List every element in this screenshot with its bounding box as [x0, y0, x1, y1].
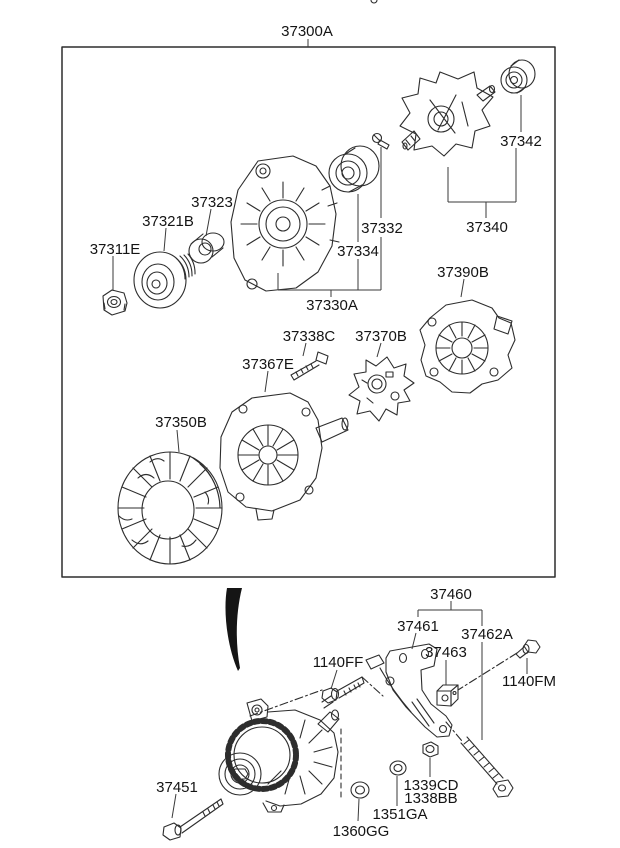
part-rectifier-37370B — [348, 356, 415, 422]
label-1338BB: 1338BB — [404, 790, 457, 807]
label-1351GA: 1351GA — [372, 806, 427, 823]
label-37460: 37460 — [430, 586, 472, 603]
part-washer-1351GA — [389, 760, 407, 776]
part-bolt-37338C — [290, 351, 329, 381]
part-pulley-37321B — [133, 251, 196, 309]
label-37451: 37451 — [156, 779, 198, 796]
swoosh-arrow — [225, 588, 242, 671]
part-alternator-assembly — [218, 695, 340, 813]
part-rotor-37340 — [399, 71, 496, 157]
leader-lines — [112, 39, 528, 822]
label-37334: 37334 — [337, 243, 379, 260]
label-37323: 37323 — [191, 194, 233, 211]
part-bracket-37461 — [365, 0, 453, 738]
labels: 37300A 37342 37340 37332 37334 37330A 37… — [90, 23, 556, 840]
part-rear-cover-37390B — [419, 299, 516, 394]
part-rear-bracket-37367E — [219, 392, 349, 521]
part-bolt-37451 — [162, 798, 224, 841]
part-bolt-1140FM — [515, 639, 541, 659]
label-1140FM: 1140FM — [502, 673, 556, 690]
label-37350B: 37350B — [155, 414, 207, 431]
label-37367E: 37367E — [242, 356, 294, 373]
label-37461: 37461 — [397, 618, 439, 635]
label-37330A: 37330A — [306, 297, 358, 314]
part-front-housing — [230, 155, 340, 292]
label-37463: 37463 — [425, 644, 467, 661]
part-nut-1339CD — [422, 741, 439, 758]
part-stator-37350B — [117, 451, 223, 565]
part-washer-1360GG — [350, 781, 370, 799]
part-bushing-37323 — [188, 232, 225, 264]
label-1360GG: 1360GG — [333, 823, 390, 840]
label-37332: 37332 — [361, 220, 403, 237]
label-37338C: 37338C — [283, 328, 336, 345]
label-37370B: 37370B — [355, 328, 407, 345]
label-1339CD: 1339CD — [403, 777, 458, 794]
label-37340: 37340 — [466, 219, 508, 236]
part-bolt-37462A — [460, 736, 514, 798]
part-spacer-37463 — [436, 684, 459, 707]
label-1140FF: 1140FF — [313, 654, 364, 671]
part-nut-37311E — [102, 289, 128, 316]
label-37321B: 37321B — [142, 213, 194, 230]
label-37462A: 37462A — [461, 626, 513, 643]
part-bearing-37342 — [500, 59, 536, 94]
label-37300A: 37300A — [281, 23, 333, 40]
part-bearing-37334 — [328, 145, 380, 193]
label-37311E: 37311E — [90, 241, 141, 258]
part-bolt-1140FF — [321, 676, 365, 704]
part-screw-37332 — [371, 132, 390, 150]
label-37342: 37342 — [500, 133, 542, 150]
label-37390B: 37390B — [437, 264, 489, 281]
